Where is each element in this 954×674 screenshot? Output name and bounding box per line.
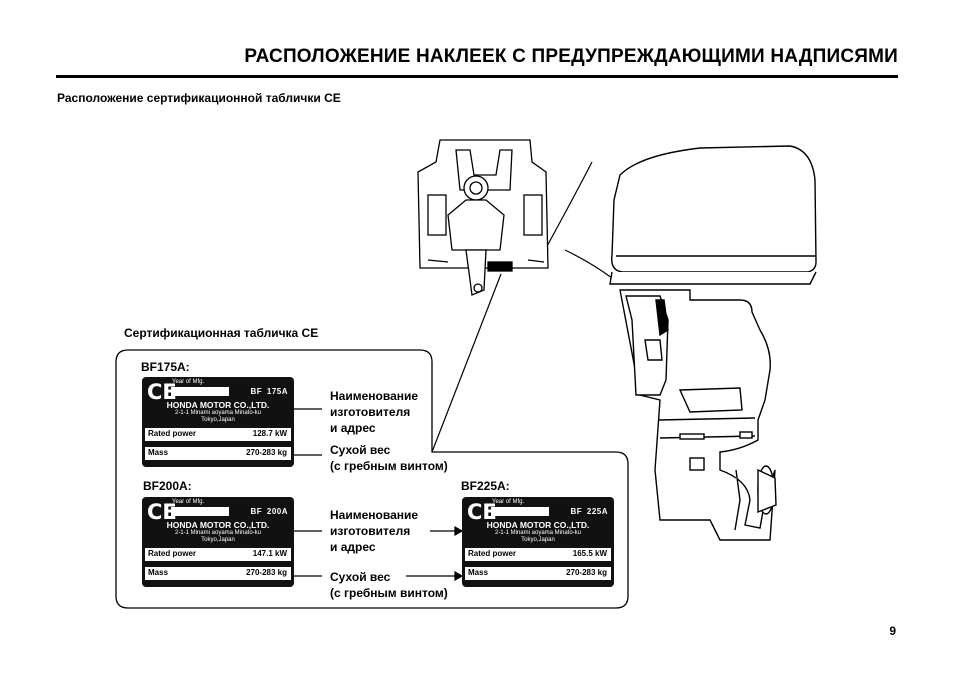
pointer-line — [431, 273, 502, 453]
address-line-2: Tokyo,Japan — [201, 537, 235, 543]
note-line: (с гребным винтом) — [330, 459, 448, 473]
plate-caption: Сертификационная табличка CE — [124, 326, 319, 340]
outboard-motor-drawing — [609, 145, 817, 541]
year-field — [171, 507, 229, 516]
rated-power-row: Rated power 165.5 kW — [465, 548, 611, 561]
year-label: Year of Mfg. — [172, 379, 205, 385]
mass-row: Mass 270-283 kg — [145, 567, 291, 580]
note-line: Сухой вес — [330, 570, 391, 584]
manufacturer: HONDA MOTOR CO.,LTD. — [166, 520, 270, 530]
note-line: изготовителя — [330, 405, 411, 419]
mount-bracket-drawing — [417, 139, 549, 296]
page-number: 9 — [889, 624, 896, 638]
rated-power-label: Rated power — [468, 549, 517, 558]
ce-plate-bf200a: CE Year of Mfg. BF 200A HONDA MOTOR CO.,… — [142, 497, 294, 587]
address-line-1: 2-1-1 Minami aoyama Minato-ku — [494, 530, 582, 536]
note-line: и адрес — [330, 421, 376, 435]
year-field — [171, 387, 229, 396]
rated-power-row: Rated power 147.1 kW — [145, 548, 291, 561]
mass-value: 270-283 kg — [566, 568, 607, 577]
magnifier-arc — [545, 161, 593, 249]
year-label: Year of Mfg. — [492, 499, 525, 505]
ce-mark-icon: CE — [147, 500, 177, 524]
note-dry-weight-2: Сухой вес (с гребным винтом) — [330, 569, 448, 601]
rated-power-label: Rated power — [148, 429, 197, 438]
model-label-bf225a: BF225A: — [461, 479, 510, 493]
manufacturer: HONDA MOTOR CO.,LTD. — [166, 400, 270, 410]
mass-row: Mass 270-283 kg — [465, 567, 611, 580]
note-line: и адрес — [330, 540, 376, 554]
model-code: BF 200A — [250, 507, 288, 516]
title-rule — [56, 75, 898, 78]
rated-power-row: Rated power 128.7 kW — [145, 428, 291, 441]
note-line: Наименование — [330, 389, 419, 403]
year-label: Year of Mfg. — [172, 499, 205, 505]
manufacturer: HONDA MOTOR CO.,LTD. — [486, 520, 590, 530]
model-label-bf200a: BF200A: — [143, 479, 192, 493]
page-title: РАСПОЛОЖЕНИЕ НАКЛЕЕК С ПРЕДУПРЕЖДАЮЩИМИ … — [244, 46, 898, 67]
mass-label: Mass — [468, 568, 489, 577]
ce-mark-icon: CE — [467, 500, 497, 524]
rated-power-value: 128.7 kW — [252, 429, 287, 438]
section-subtitle: Расположение сертификационной таблички C… — [57, 91, 341, 105]
rated-power-label: Rated power — [148, 549, 197, 558]
ce-plate-bf225a: CE Year of Mfg. BF 225A HONDA MOTOR CO.,… — [462, 497, 614, 587]
note-line: Наименование — [330, 508, 419, 522]
note-line: (с гребным винтом) — [330, 586, 448, 600]
mass-value: 270-283 kg — [246, 448, 287, 457]
callout-frame — [115, 349, 629, 609]
mass-label: Mass — [148, 448, 169, 457]
rated-power-value: 147.1 kW — [252, 549, 287, 558]
rated-power-value: 165.5 kW — [572, 549, 607, 558]
note-dry-weight-1: Сухой вес (с гребным винтом) — [330, 442, 448, 474]
model-code: BF 175A — [250, 387, 288, 396]
year-field — [491, 507, 549, 516]
note-line: изготовителя — [330, 524, 411, 538]
ce-plate-bf175a: CE Year of Mfg. BF 175A HONDA MOTOR CO.,… — [142, 377, 294, 467]
ce-mark-icon: CE — [147, 380, 177, 404]
note-manufacturer-2: Наименование изготовителя и адрес — [330, 507, 418, 555]
mass-value: 270-283 kg — [246, 568, 287, 577]
address-line-1: 2-1-1 Minami aoyama Minato-ku — [174, 410, 262, 416]
model-label-bf175a: BF175A: — [141, 360, 190, 374]
address-line-1: 2-1-1 Minami aoyama Minato-ku — [174, 530, 262, 536]
note-manufacturer-1: Наименование изготовителя и адрес — [330, 388, 418, 436]
address-line-2: Tokyo,Japan — [521, 537, 555, 543]
address-line-2: Tokyo,Japan — [201, 417, 235, 423]
note-line: Сухой вес — [330, 443, 391, 457]
mass-row: Mass 270-283 kg — [145, 447, 291, 460]
mass-label: Mass — [148, 568, 169, 577]
model-code: BF 225A — [570, 507, 608, 516]
magnifier-arc-2 — [564, 249, 613, 279]
